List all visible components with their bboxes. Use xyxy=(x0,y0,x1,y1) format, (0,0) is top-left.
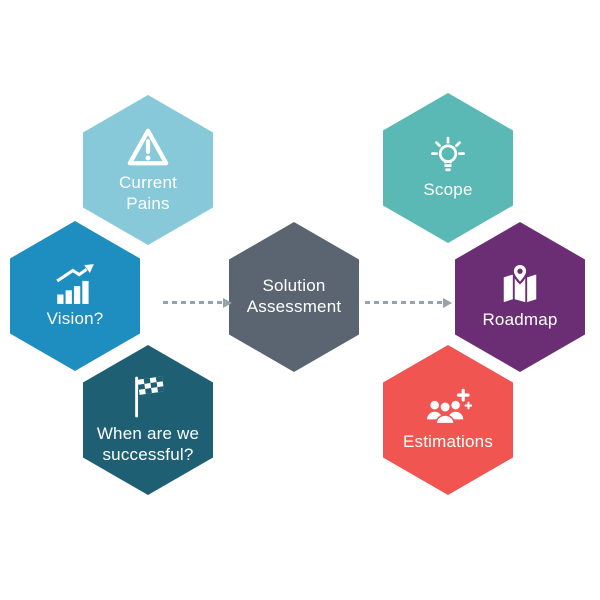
map-pin-icon xyxy=(499,263,541,305)
checkered-flag-icon xyxy=(129,375,167,419)
lightbulb-icon xyxy=(426,136,470,175)
arrow-solution-to-roadmap xyxy=(365,297,452,308)
label-line: Estimations xyxy=(402,432,494,452)
growth-chart-icon xyxy=(52,262,98,305)
team-add-icon xyxy=(424,387,473,427)
label-line: Solution xyxy=(262,276,326,296)
label-line: Roadmap xyxy=(482,310,558,330)
hexagon-scope: Scope xyxy=(383,93,513,243)
hexagon-label: Vision? xyxy=(47,309,104,330)
label-line: When are we xyxy=(96,423,200,443)
arrow-vision-to-solution xyxy=(163,297,232,308)
label-line: Current xyxy=(118,172,178,192)
hexagon-label: Roadmap xyxy=(482,310,557,331)
hexagon-label: Solution Assessment xyxy=(247,276,342,317)
arrowhead-icon xyxy=(223,297,232,308)
label-line: successful? xyxy=(102,444,194,464)
label-line: Pains xyxy=(126,193,170,213)
arrowhead-icon xyxy=(443,297,452,308)
hexagon-label: Estimations xyxy=(403,432,493,453)
hexagon-when-are-we-successful: When are we successful? xyxy=(83,345,213,495)
hexagon-label: Scope xyxy=(423,180,472,201)
hexagon-roadmap: Roadmap xyxy=(455,222,585,372)
hexagon-solution-assessment: Solution Assessment xyxy=(229,222,359,372)
hexagon-estimations: Estimations xyxy=(383,345,513,495)
hexagon-current-pains: Current Pains xyxy=(83,95,213,245)
hexagon-label: Current Pains xyxy=(119,173,177,214)
hexagon-label: When are we successful? xyxy=(97,424,199,465)
label-line: Scope xyxy=(423,179,473,199)
label-line: Vision? xyxy=(46,309,104,329)
label-line: Assessment xyxy=(246,297,342,316)
hexagon-vision: Vision? xyxy=(10,221,140,371)
warning-icon xyxy=(125,126,171,168)
